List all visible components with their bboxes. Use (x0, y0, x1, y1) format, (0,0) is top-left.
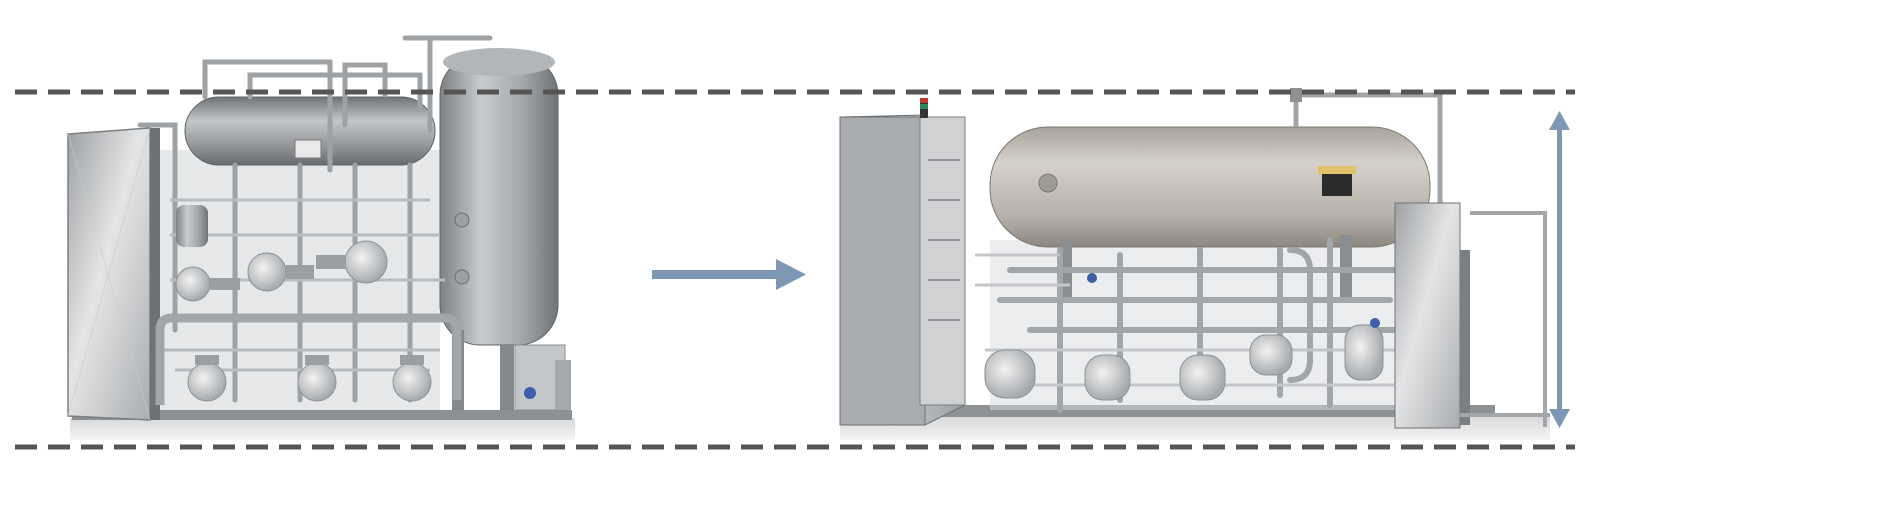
pump-icon (984, 349, 1036, 399)
pump-icon (1084, 354, 1131, 401)
pump-icon (1249, 334, 1293, 376)
pump-icon (175, 266, 240, 302)
right-arrow-icon (652, 259, 806, 290)
pump-icon (392, 355, 432, 402)
processing-skid-tall-icon (67, 35, 575, 440)
pump-icon (247, 252, 314, 292)
pump-icon (297, 355, 337, 402)
pump-icon (316, 240, 388, 284)
vertical-double-arrow-icon (1549, 111, 1570, 428)
pump-icon (1179, 354, 1226, 401)
pump-icon (1344, 324, 1384, 381)
processing-skid-compact-icon (839, 88, 1550, 440)
pump-icon (187, 355, 227, 402)
